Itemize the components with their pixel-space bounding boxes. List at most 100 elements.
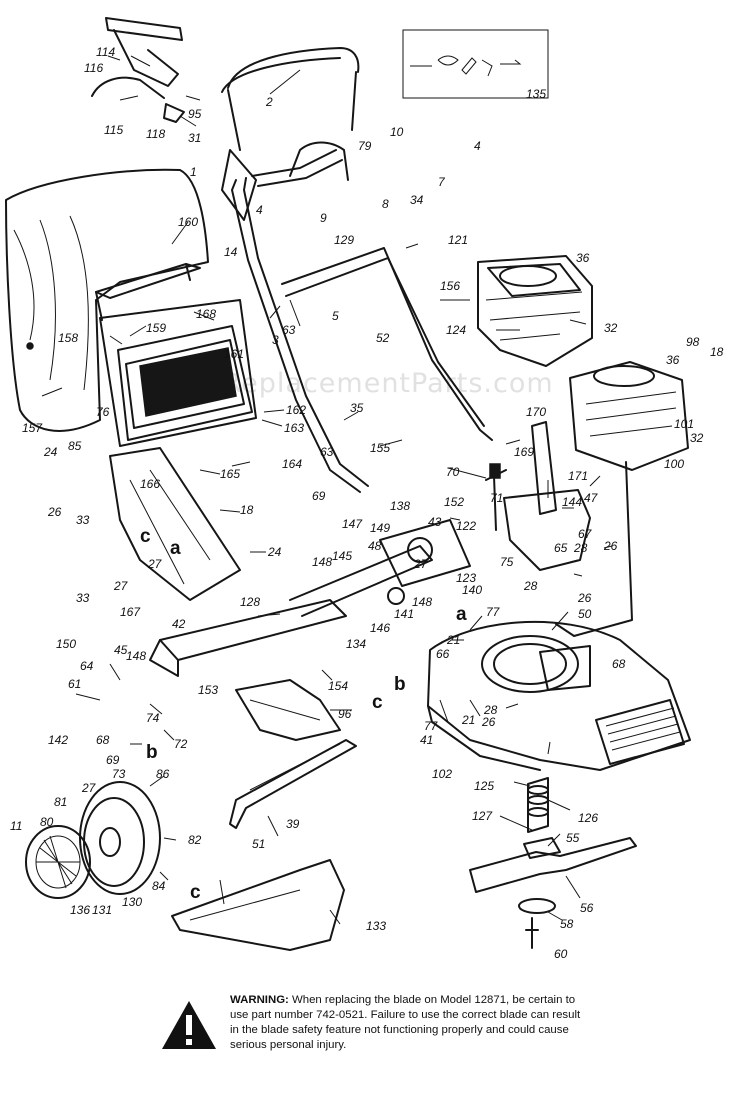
callout-82: 82 [188,833,202,847]
callout-142: 142 [48,733,68,747]
callout-153: 153 [198,683,218,697]
callout-148: 148 [126,649,146,663]
callout-114: 114 [96,45,115,59]
callout-121: 121 [448,233,468,247]
reference-letters: a c a b c b c [140,526,467,903]
callout-56: 56 [580,901,594,915]
callout-7: 7 [438,175,446,189]
callout-160: 160 [178,215,198,229]
callout-72: 72 [174,737,188,751]
callout-77: 77 [486,605,501,619]
callout-1: 1 [190,165,197,179]
callout-98: 98 [686,335,700,349]
callout-42: 42 [172,617,186,631]
callout-4: 4 [474,139,481,153]
callout-73: 73 [112,767,126,781]
callout-150: 150 [56,637,76,651]
callout-131: 131 [92,903,112,917]
callout-152: 152 [444,495,464,509]
mulch-flap [235,679,341,741]
callout-79: 79 [358,139,372,153]
upper-handle-assembly [221,47,360,221]
blade-assembly [469,777,637,949]
callout-129: 129 [334,233,354,247]
callout-84: 84 [152,879,166,893]
callout-126: 126 [578,811,598,825]
exclamation-triangle-icon [162,1001,216,1049]
callout-68: 68 [612,657,626,671]
callout-76: 76 [96,405,110,419]
callout-162: 162 [286,403,306,417]
callout-55: 55 [566,831,580,845]
callout-66: 66 [436,647,450,661]
rear-deflector [109,447,241,601]
callout-135: 135 [526,87,546,101]
ref-letter-c: c [190,882,201,903]
callout-32: 32 [604,321,618,335]
callout-71: 71 [490,491,503,505]
callout-47: 47 [584,491,599,505]
callout-138: 138 [390,499,410,513]
callout-52: 52 [376,331,390,345]
callout-127: 127 [472,809,493,823]
callout-11: 11 [10,819,22,833]
callout-155: 155 [370,441,390,455]
callout-147: 147 [342,517,363,531]
callout-116: 116 [84,61,103,75]
callout-5: 5 [332,309,339,323]
callout-146: 146 [370,621,390,635]
callout-26: 26 [481,715,496,729]
warning-label: WARNING: [230,994,289,1006]
callout-9: 9 [320,211,327,225]
callout-170: 170 [526,405,546,419]
callout-163: 163 [284,421,304,435]
inset-detail-box [402,29,549,99]
callout-3: 3 [272,333,279,347]
callout-28: 28 [483,703,498,717]
callout-154: 154 [328,679,348,693]
callout-41: 41 [420,733,433,747]
callout-65: 65 [554,541,568,555]
callout-27: 27 [81,781,97,795]
mower-deck [427,620,691,771]
ref-letter-b: b [146,742,158,763]
leader-lines [41,55,613,925]
callout-58: 58 [560,917,574,931]
callout-2: 2 [265,95,273,109]
callout-28: 28 [573,541,588,555]
callout-144: 144 [562,495,582,509]
warning-message: When replacing the blade on Model 12871,… [230,994,581,1051]
callout-156: 156 [440,279,460,293]
callout-26: 26 [603,539,618,553]
callout-74: 74 [146,711,160,725]
callout-125: 125 [474,779,494,793]
callout-36: 36 [576,251,590,265]
callout-27: 27 [147,557,163,571]
callout-136: 136 [70,903,90,917]
callout-27: 27 [113,579,129,593]
callout-80: 80 [40,815,54,829]
bag-frame [95,263,257,447]
callout-10: 10 [390,125,404,139]
callout-69: 69 [106,753,120,767]
engine-top [477,255,593,367]
grass-catcher-bag [5,168,209,432]
callout-96: 96 [338,707,352,721]
warning-text-block: WARNING: When replacing the blade on Mod… [230,993,590,1053]
callout-165: 165 [220,467,240,481]
callout-18: 18 [710,345,724,359]
callout-64: 64 [80,659,94,673]
callout-161: 161 [224,347,244,361]
callout-141: 141 [394,607,414,621]
callout-158: 158 [58,331,78,345]
watermark: eReplacementParts.com [205,368,554,399]
callout-32: 32 [690,431,704,445]
callout-149: 149 [370,521,390,535]
callout-86: 86 [156,767,170,781]
callout-164: 164 [282,457,302,471]
callout-50: 50 [578,607,592,621]
callout-numbers: 1 2 3 4 4 5 7 8 9 10 11 14 18 18 21 21 2… [10,45,724,961]
callout-8: 8 [382,197,389,211]
ref-letter-c: c [140,526,151,547]
